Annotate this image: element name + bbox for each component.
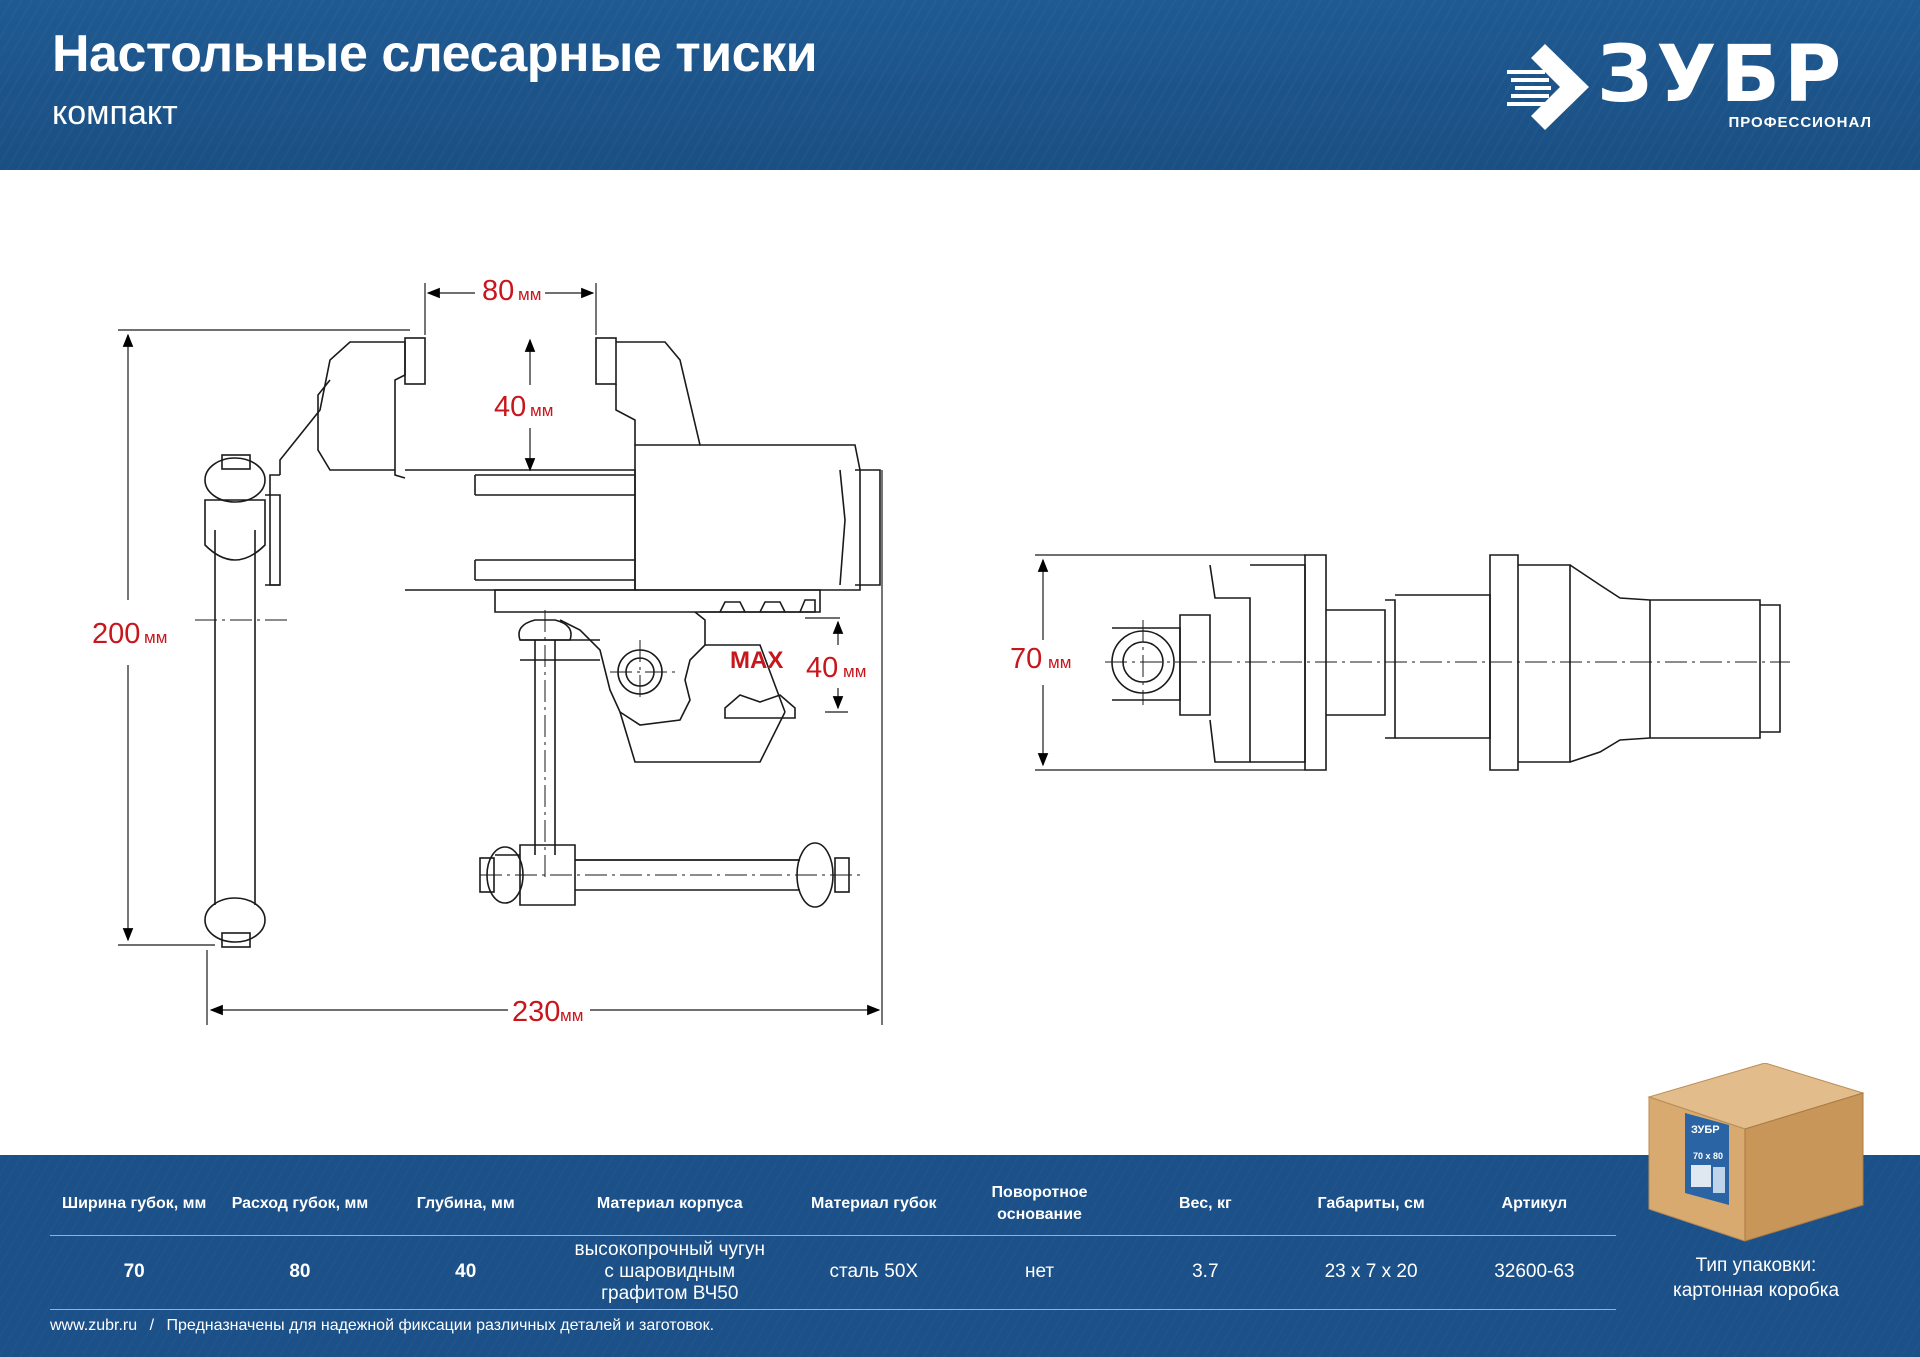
vise-top-view [1111, 554, 1781, 771]
page-subtitle: компакт [52, 94, 178, 132]
footnote-separator: / [149, 1317, 155, 1334]
spec-table: Ширина губок, мм Расход губок, мм Глубин… [50, 1173, 1616, 1310]
vise-center-lines [195, 610, 860, 880]
package-type-label: Тип упаковки: картонная коробка [1640, 1254, 1872, 1303]
box-brand: ЗУБР [1691, 1124, 1720, 1136]
spec-header: Габариты, см [1317, 1194, 1425, 1212]
footer-banner: Ширина губок, мм Расход губок, мм Глубин… [0, 1155, 1920, 1357]
dim-unit-clamp: мм [843, 662, 866, 681]
spec-value: 32600-63 [1494, 1261, 1575, 1283]
dim-height: 200 [92, 618, 140, 650]
package-box-image: ЗУБР 70 х 80 [1647, 1063, 1865, 1242]
package-type-value: картонная коробка [1672, 1279, 1840, 1301]
footnote-text: Предназначены для надежной фиксации разл… [166, 1317, 715, 1334]
dim-unit-side-width: мм [1048, 653, 1071, 672]
spec-header: Поворотное основание [991, 1184, 1088, 1223]
spec-header-row: Ширина губок, мм Расход губок, мм Глубин… [50, 1173, 1616, 1235]
spec-value: 3.7 [1192, 1261, 1219, 1283]
box-dims: 70 х 80 [1693, 1151, 1723, 1161]
header-banner: Настольные слесарные тиски компакт ЗУБР … [0, 0, 1920, 170]
dim-clamp: 40 [806, 652, 838, 684]
spec-value: высокопрочный чугун с шаровидным графито… [574, 1239, 765, 1304]
page-title: Настольные слесарные тиски [52, 25, 818, 83]
dim-clamp-max-label: MAX [730, 647, 783, 674]
spec-value: нет [1024, 1261, 1055, 1283]
dim-unit-jaw-depth: мм [530, 401, 553, 420]
brand-emblem-icon [1507, 44, 1589, 130]
dim-unit-jaw-width: мм [518, 285, 541, 304]
spec-value: 23 х 7 х 20 [1324, 1261, 1418, 1283]
spec-header: Глубина, мм [416, 1194, 515, 1212]
spec-value-row: 70 80 40 высокопрочный чугун с шаровидны… [50, 1235, 1616, 1309]
spec-header: Расход губок, мм [231, 1194, 369, 1212]
spec-header: Ширина губок, мм [62, 1194, 207, 1212]
dim-jaw-width: 80 [482, 275, 514, 307]
dim-unit-height: мм [144, 628, 167, 647]
brand-tagline: ПРОФЕССИОНАЛ [1728, 114, 1872, 131]
spec-value: 80 [289, 1261, 311, 1283]
spec-value: 40 [455, 1261, 477, 1283]
spec-header: Материал корпуса [596, 1194, 743, 1212]
dim-length: 230 [512, 996, 560, 1028]
brand-logo: ЗУБР ПРОФЕССИОНАЛ [1505, 30, 1890, 138]
spec-header: Вес, кг [1178, 1194, 1232, 1212]
spec-header: Артикул [1501, 1194, 1568, 1212]
site-link[interactable]: www.zubr.ru [50, 1317, 138, 1334]
dim-side-width: 70 [1010, 643, 1042, 675]
dimension-lines-top [1035, 554, 1305, 771]
dim-jaw-depth: 40 [494, 391, 526, 423]
spec-value: 70 [123, 1261, 145, 1283]
footnote: www.zubr.ru / Предназначены для надежной… [50, 1317, 714, 1335]
package-type-title: Тип упаковки: [1695, 1255, 1817, 1276]
top-view-center-line [1105, 620, 1790, 705]
dimension-lines-side [118, 283, 883, 1025]
technical-drawing: 80 мм 40 мм 200 мм 230 мм MAX 40 мм [92, 275, 1790, 1028]
brand-name: ЗУБР [1597, 30, 1846, 120]
vise-side-view [204, 337, 881, 948]
spec-value: сталь 50Х [829, 1261, 919, 1283]
dim-unit-length: мм [560, 1006, 583, 1025]
spec-header: Материал губок [811, 1194, 937, 1212]
